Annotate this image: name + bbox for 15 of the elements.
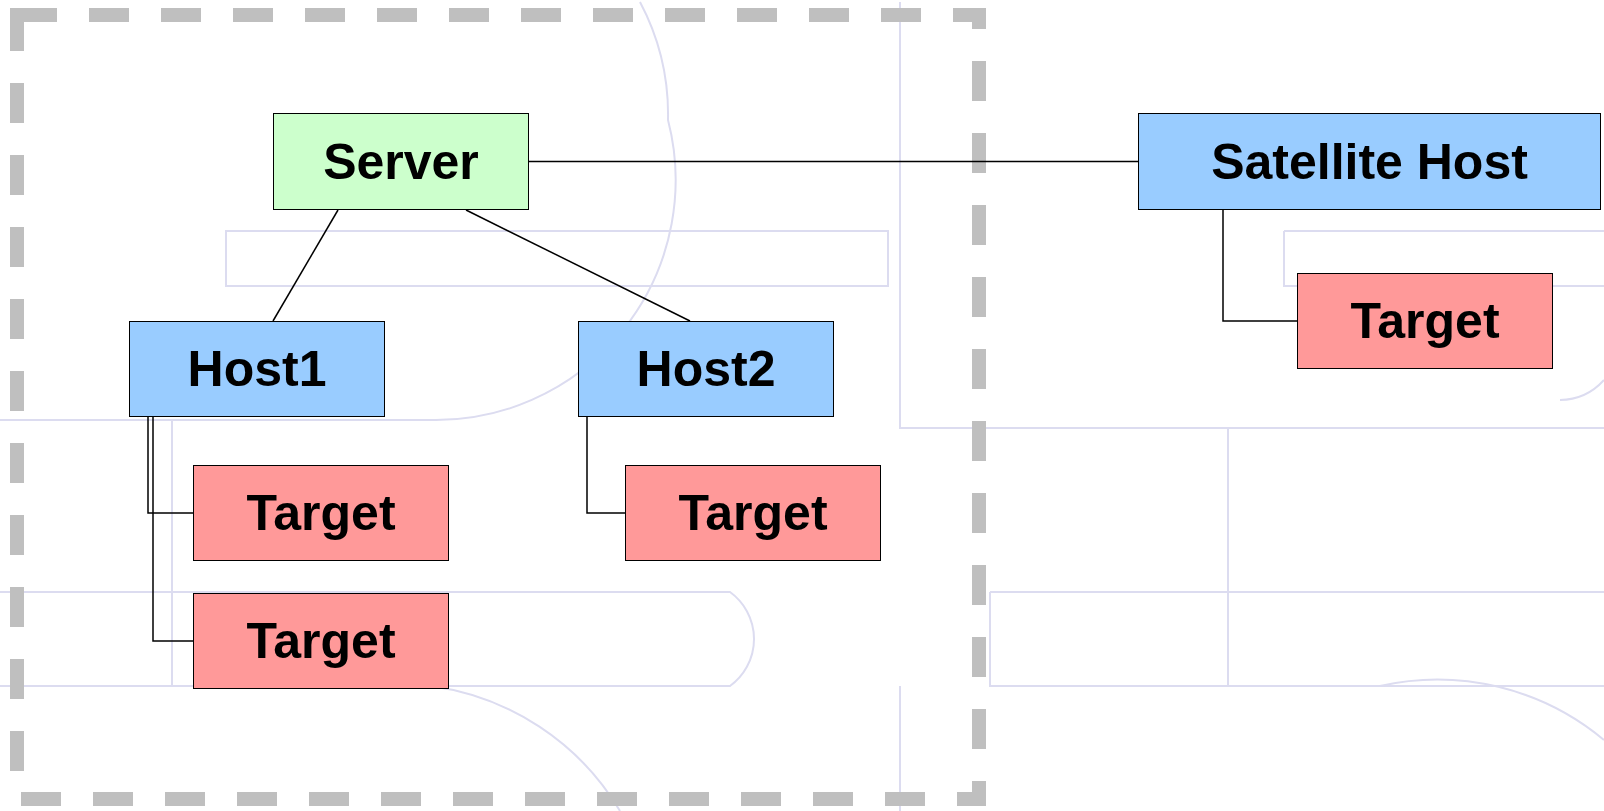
target-box: Target: [193, 593, 449, 689]
connector-line: [528, 160, 1139, 163]
connector-line: [586, 416, 626, 514]
connector-line: [465, 209, 691, 322]
connector-line: [147, 416, 194, 514]
target-box: Target: [193, 465, 449, 561]
connector-line: [1222, 209, 1298, 322]
target-box: Target: [625, 465, 881, 561]
connector-line: [152, 416, 194, 642]
host-box: Host1: [129, 321, 385, 417]
host-box: Satellite Host: [1138, 113, 1601, 210]
server-box: Server: [273, 113, 529, 210]
target-box: Target: [1297, 273, 1553, 369]
host-box: Host2: [578, 321, 834, 417]
connector-line: [272, 209, 339, 322]
